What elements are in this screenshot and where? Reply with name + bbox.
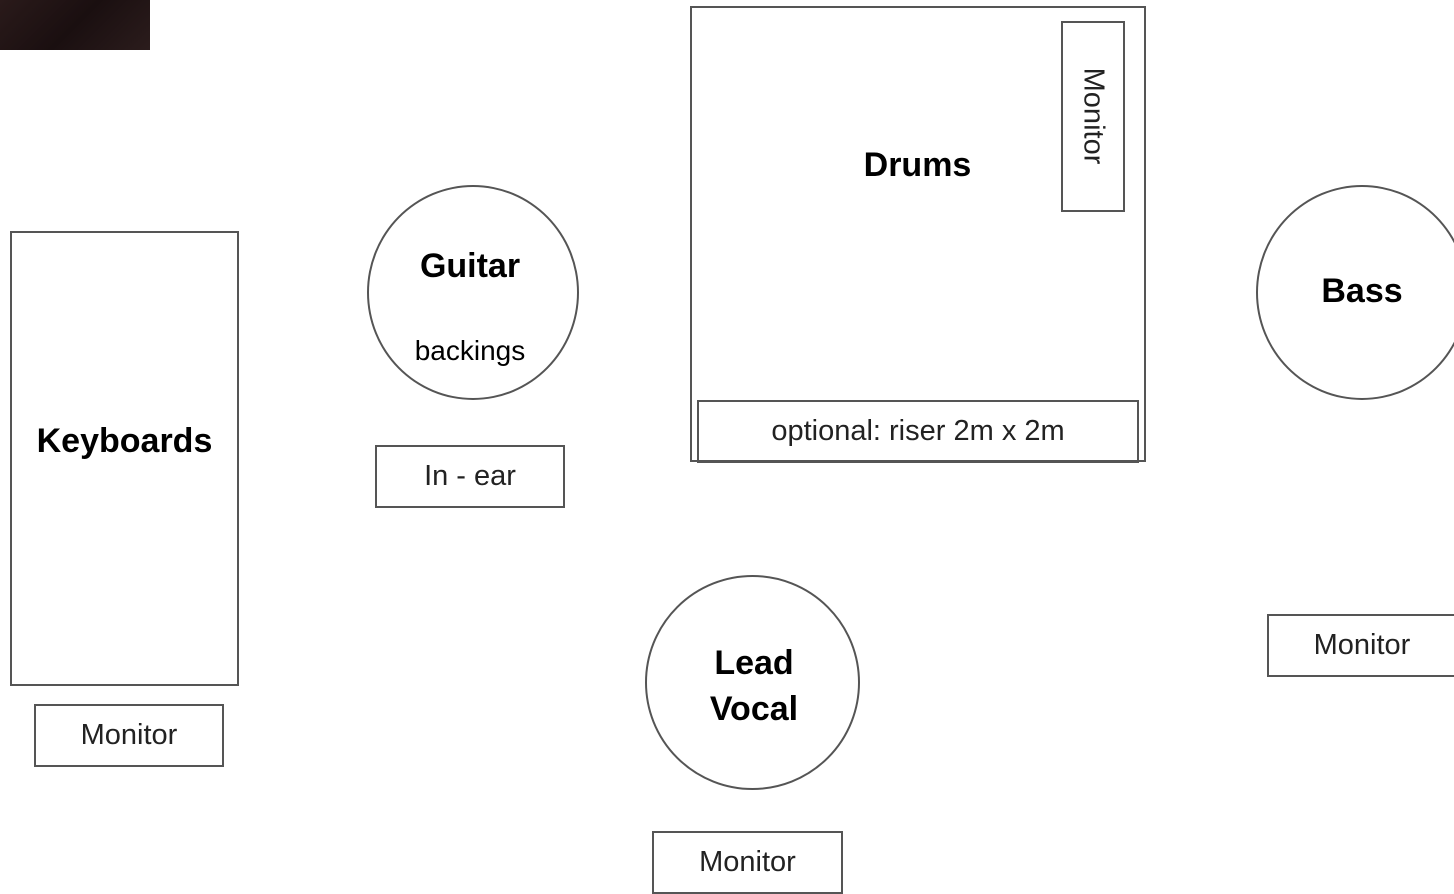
bass-label: Bass bbox=[1321, 272, 1403, 310]
lead-vocal-position bbox=[645, 575, 860, 790]
bass-position bbox=[1256, 185, 1454, 400]
guitar-label: Guitar bbox=[419, 247, 521, 285]
guitar-sublabel: backings bbox=[414, 335, 526, 366]
bass-monitor-label: Monitor bbox=[1313, 629, 1411, 661]
drums-riser-label: optional: riser 2m x 2m bbox=[771, 415, 1065, 447]
drums-monitor bbox=[1061, 21, 1125, 212]
guitar-position bbox=[367, 185, 579, 400]
keyboards-monitor-label: Monitor bbox=[80, 719, 178, 751]
drums-riser: optional: riser 2m x 2m bbox=[697, 400, 1139, 463]
corner-image bbox=[0, 0, 150, 50]
guitar-in-ear: In - ear bbox=[375, 445, 565, 508]
lead-vocal-label-line2: Vocal bbox=[709, 690, 799, 728]
lead-vocal-label-line1: Lead bbox=[714, 644, 794, 682]
guitar-in-ear-label: In - ear bbox=[424, 460, 516, 492]
drums-monitor-label: Monitor bbox=[1077, 67, 1110, 165]
lead-vocal-monitor-label: Monitor bbox=[699, 846, 796, 878]
lead-vocal-monitor: Monitor bbox=[652, 831, 843, 894]
keyboards-monitor: Monitor bbox=[34, 704, 224, 767]
drums-label: Drums bbox=[863, 146, 972, 184]
keyboards-position bbox=[10, 231, 239, 686]
keyboards-label: Keyboards bbox=[36, 422, 213, 460]
bass-monitor: Monitor bbox=[1267, 614, 1454, 677]
